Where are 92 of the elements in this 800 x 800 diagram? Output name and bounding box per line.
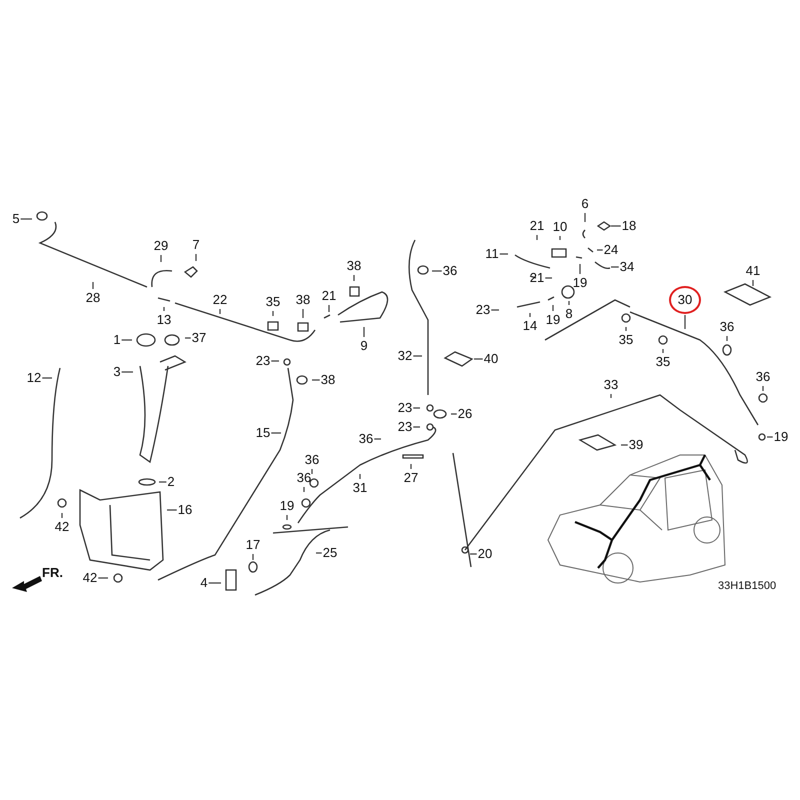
leader-line [374,438,382,440]
callout-number: 9 [360,338,368,354]
leader-line [474,358,484,360]
callout-number: 2 [167,474,175,490]
callout-number: 17 [246,537,260,553]
direction-text: FR. [42,565,63,580]
leader-line [286,514,288,520]
callout-number: 23 [398,400,412,416]
callout-number: 42 [82,570,98,586]
callout-number: 1 [113,332,121,348]
callout-number: 36 [756,369,770,385]
callout-number: 18 [622,218,636,234]
callout-number: 38 [346,258,362,274]
leader-line [432,270,442,272]
leader-line [584,212,586,222]
leader-line [270,432,282,434]
callout-number: 25 [322,545,338,561]
callout-number: 35 [266,294,280,310]
leader-line [752,280,754,286]
callout-number: 24 [604,242,618,258]
leader-line [610,394,612,398]
leader-line [610,266,620,268]
leader-line [726,336,728,342]
callout-number: 22 [212,292,228,308]
leader-line [412,426,420,428]
callout-number: 38 [320,372,336,388]
callout-number: 7 [192,237,200,253]
callout-number: 19 [774,429,788,445]
callout-number: 21 [530,218,544,234]
callout-number: 6 [581,196,589,212]
callout-number: 23 [476,302,490,318]
callout-number: 41 [746,263,760,279]
callout-number: 19 [546,312,560,328]
callout-number: 23 [398,419,412,435]
callout-number: 35 [618,332,634,348]
callout-number: 36 [304,452,320,468]
callout-number: 34 [620,259,634,275]
leader-line [568,300,570,306]
callout-number: 5 [12,211,20,227]
leader-line [766,436,774,438]
leader-line [160,254,162,262]
leader-line [20,218,32,220]
callout-number: 14 [522,318,538,334]
leader-line [684,314,686,330]
callout-number: 11 [485,246,499,262]
callout-number: 37 [192,330,206,346]
callout-number: 3 [113,364,121,380]
leader-line [270,360,280,362]
callout-number: 36 [442,263,458,279]
callout-number: 8 [565,306,573,322]
leader-line [208,582,222,584]
callout-number: 19 [280,498,294,514]
callout-number: 31 [352,480,368,496]
callout-number: 39 [628,437,644,453]
callout-number: 23 [256,353,270,369]
callout-number: 21 [322,288,336,304]
callout-number: 36 [296,470,312,486]
callout-number: 35 [656,354,670,370]
callout-number: 30 [669,286,701,314]
leader-line [272,310,274,316]
leader-line [328,304,330,312]
callout-number: 29 [154,238,168,254]
callout-number: 19 [572,275,588,291]
leader-line [552,304,554,312]
callout-number: 15 [256,425,270,441]
callout-number: 32 [398,348,412,364]
callout-number: 33 [604,377,618,393]
callout-number: 42 [54,519,70,535]
leader-line [302,308,304,318]
leader-line [410,464,412,470]
leader-line [252,554,254,560]
callout-number: 10 [552,219,568,235]
leader-line [92,282,94,290]
callout-number: 26 [458,406,472,422]
callout-number: 4 [200,575,208,591]
callout-number: 38 [296,292,310,308]
callout-number: 28 [86,290,100,306]
drawing-number: 33H1B1500 [718,580,776,592]
leader-line [662,348,664,354]
callout-number: 40 [484,351,498,367]
callout-number: 36 [358,431,374,447]
leader-line [620,444,628,446]
callout-number: 16 [178,502,192,518]
callout-number: 27 [404,470,418,486]
callout-number: 36 [720,319,734,335]
callout-number: 13 [156,312,172,328]
leader-line [536,234,538,240]
leader-line [316,552,322,554]
callout-number: 20 [478,546,492,562]
leader-line [762,386,764,392]
callout-number: 12 [26,370,42,386]
callout-number: 21 [530,270,544,286]
